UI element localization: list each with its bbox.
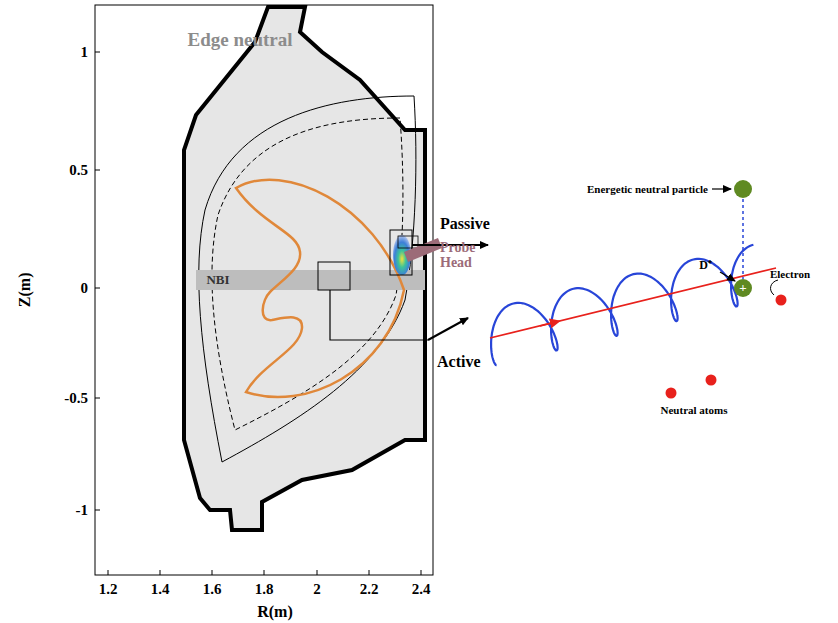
- tick-label: -0.5: [64, 390, 88, 407]
- charge-sign: +: [739, 281, 746, 295]
- probe-head-label: Probe Head: [440, 240, 486, 271]
- neutralisation-path: [742, 199, 744, 279]
- leader-line: [720, 272, 735, 281]
- neutral-atoms-label: Neutral atoms: [661, 404, 728, 416]
- tick-label: 0.5: [69, 162, 88, 179]
- field-line: [490, 268, 776, 338]
- edge-neutral-label: Edge neutral: [187, 30, 292, 51]
- axis-title: R(m): [257, 603, 293, 621]
- field-direction: [540, 322, 556, 326]
- active-leader: [330, 290, 428, 340]
- passive-label: Passive: [440, 215, 490, 233]
- neutral-atom: [666, 388, 677, 399]
- tick-label: 2.2: [360, 581, 379, 598]
- probe-head: [404, 238, 442, 262]
- active-arrow: [428, 318, 468, 340]
- tick-label: 1: [81, 44, 89, 61]
- leader-line: [712, 188, 731, 189]
- vessel-wall: [184, 7, 425, 530]
- electron-dot: [776, 295, 787, 306]
- deuteron: [734, 279, 752, 297]
- neutral-atom: [706, 375, 717, 386]
- leader-line: [771, 280, 778, 295]
- tick-label: 1.4: [151, 581, 170, 598]
- active-label: Active: [437, 353, 481, 371]
- active-region: [318, 262, 350, 290]
- tick-label: 0: [81, 280, 89, 297]
- tick-label: 1.8: [255, 581, 274, 598]
- tick-label: 1.2: [99, 581, 118, 598]
- ion-label: D⁺: [699, 259, 712, 272]
- particle-label: Energetic neutral particle: [587, 183, 708, 195]
- orbit-curve: [236, 180, 404, 397]
- nbi-beam: [196, 270, 425, 290]
- nbi-label: NBI: [206, 273, 229, 287]
- tick-label: -1: [76, 502, 89, 519]
- electron-label: Electron: [770, 268, 810, 280]
- tick-label: 2.4: [412, 581, 431, 598]
- tick-label: 1.6: [203, 581, 222, 598]
- plot-frame: [95, 5, 433, 575]
- probe-box: [398, 236, 418, 248]
- axis-title: Z(m): [15, 273, 33, 308]
- energetic-neutral: [734, 180, 752, 198]
- tick-label: 2: [313, 581, 321, 598]
